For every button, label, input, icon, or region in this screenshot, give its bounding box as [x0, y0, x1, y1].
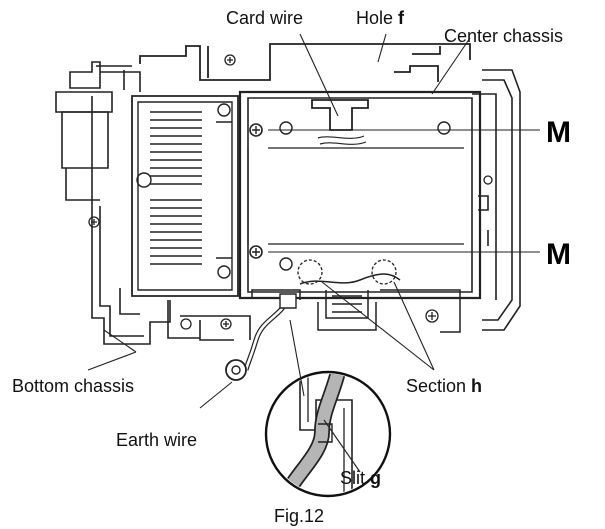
label-card-wire: Card wire: [226, 8, 303, 28]
screw-m-top: [249, 123, 263, 137]
magnified-inset: [264, 370, 392, 498]
label-center-chassis: Center chassis: [444, 26, 563, 46]
screw-m-bottom: [249, 245, 263, 259]
section-h-marks: [297, 259, 397, 285]
top-assembly: [139, 43, 471, 82]
label-m-bottom: M: [546, 238, 571, 271]
label-earth-wire: Earth wire: [116, 430, 197, 450]
center-chassis-panel: [238, 90, 482, 300]
power-board: [131, 95, 239, 297]
label-hole-f: Hole f: [356, 8, 405, 28]
label-slit-g: Slit g: [340, 468, 381, 488]
label-bottom-chassis: Bottom chassis: [12, 376, 134, 396]
lower-bracket: [251, 273, 461, 333]
vent-slots: [150, 111, 202, 265]
figure-caption: Fig.12: [274, 506, 324, 526]
frame-screws: [88, 54, 493, 330]
label-m-top: M: [546, 116, 571, 149]
label-section-h: Section h: [406, 376, 482, 396]
earth-wire: [225, 293, 297, 381]
bottom-chassis: [91, 96, 251, 345]
card-wire: [311, 99, 369, 145]
left-connector: [55, 61, 141, 201]
leader-lines: [87, 33, 540, 473]
right-chassis: [472, 69, 521, 331]
